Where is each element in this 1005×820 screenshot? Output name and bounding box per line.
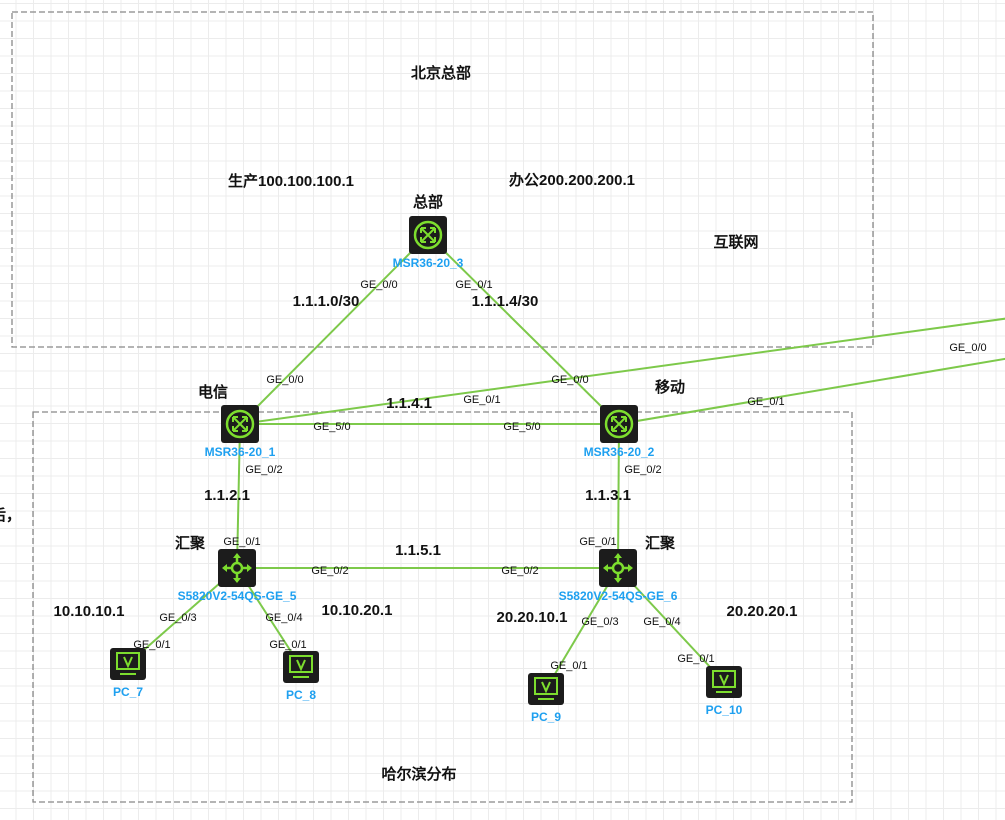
device-caption: MSR36-20_2 [584,445,655,459]
zone-beijing-label: 北京总部 [411,64,471,82]
port-label: GE_0/2 [311,565,348,577]
port-label: GE_0/2 [501,565,538,577]
device-caption: PC_7 [113,685,143,699]
link-r1-s5[interactable] [236,423,241,569]
link-r3-r1[interactable] [239,234,429,425]
port-label: GE_0/4 [643,616,680,628]
annotation-label: 20.20.10.1 [497,609,568,626]
link-r2-s6[interactable] [617,423,620,569]
annotation-label: 办公200.200.200.1 [509,171,635,189]
link-r2-offscreen[interactable] [618,357,1005,425]
port-label: GE_0/0 [266,374,303,386]
annotation-label: 1.1.4.1 [386,395,432,412]
port-label: GE_0/1 [677,653,714,665]
annotation-label: 20.20.20.1 [727,603,798,620]
port-label: GE_0/1 [747,396,784,408]
zone-harbin-label: 哈尔滨分布 [381,765,456,783]
device-caption: PC_8 [286,688,316,702]
zone-harbin-border [32,411,853,803]
annotation-label: 生产100.100.100.1 [228,172,354,190]
device-S5820V2-54QS-GE_6[interactable] [599,549,637,587]
device-PC_9[interactable] [528,673,564,705]
device-caption: MSR36-20_3 [393,256,464,270]
device-caption: MSR36-20_1 [205,445,276,459]
port-label: GE_5/0 [313,421,350,433]
device-MSR36-20_3[interactable] [409,216,447,254]
switch-icon [599,549,637,587]
device-PC_8[interactable] [283,651,319,683]
link-s6-pc9[interactable] [545,567,619,690]
device-caption: PC_10 [706,703,743,717]
port-label: GE_0/1 [463,394,500,406]
annotation-label: 10.10.20.1 [322,602,393,619]
device-MSR36-20_2[interactable] [600,405,638,443]
annotation-label: 互联网 [713,234,758,251]
zone-beijing-border [11,11,874,348]
port-label: GE_0/2 [245,464,282,476]
annotation-label: 1.1.3.1 [585,487,631,504]
annotation-label: 后， [0,507,21,524]
port-label: GE_0/1 [223,536,260,548]
device-caption: PC_9 [531,710,561,724]
port-label: GE_0/2 [624,464,661,476]
link-r1-offscreen[interactable] [239,317,1005,425]
port-label: GE_0/1 [550,660,587,672]
device-PC_10[interactable] [706,666,742,698]
device-role-label: 汇聚 [175,535,206,552]
port-label: GE_0/1 [269,639,306,651]
device-role-label: 汇聚 [645,535,676,552]
device-role-label: 移动 [655,378,685,396]
annotation-label: 1.1.1.0/30 [293,293,360,310]
port-label: GE_0/0 [551,374,588,386]
port-label: GE_0/3 [159,612,196,624]
port-label: GE_5/0 [503,421,540,433]
device-role-label: 总部 [413,193,443,211]
port-label: GE_0/1 [579,536,616,548]
port-label: GE_0/4 [265,612,302,624]
link-r3-r2[interactable] [427,234,620,425]
switch-icon [218,549,256,587]
port-label: GE_0/0 [949,342,986,354]
annotation-label: 1.1.1.4/30 [472,293,539,310]
link-s6-pc10[interactable] [617,567,725,683]
device-MSR36-20_1[interactable] [221,405,259,443]
port-label: GE_0/0 [360,279,397,291]
port-label: GE_0/3 [581,616,618,628]
device-PC_7[interactable] [110,648,146,680]
annotation-label: 1.1.5.1 [395,542,441,559]
device-role-label: 电信 [198,383,228,401]
annotation-label: 1.1.2.1 [204,487,250,504]
port-label: GE_0/1 [455,279,492,291]
device-S5820V2-54QS-GE_5[interactable] [218,549,256,587]
device-caption: S5820V2-54QS-GE_5 [178,589,297,603]
annotation-label: 10.10.10.1 [54,603,125,620]
device-caption: S5820V2-54QS-GE_6 [559,589,678,603]
